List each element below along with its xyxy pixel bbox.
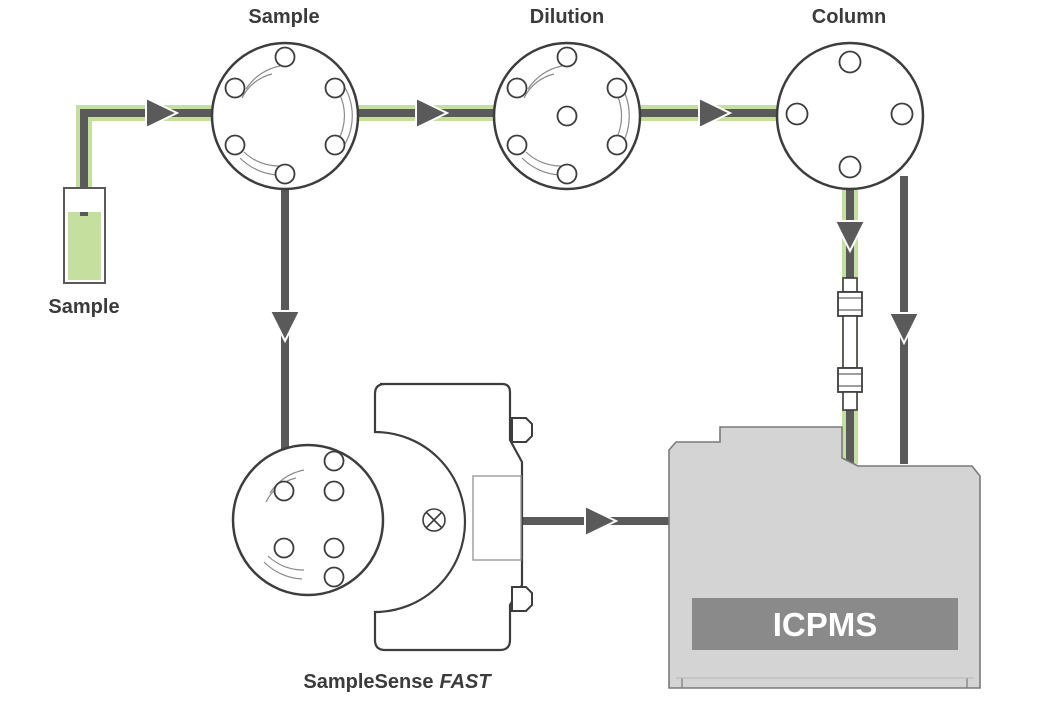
vial-liquid xyxy=(68,212,101,280)
valve-channel xyxy=(267,555,305,571)
valve-port xyxy=(224,77,246,99)
samplesense-suffix: FAST xyxy=(439,671,492,693)
vial-tube-end xyxy=(80,212,88,216)
valve-body xyxy=(210,41,360,191)
valve-port xyxy=(323,480,345,502)
valve-port xyxy=(323,450,345,472)
samplesense-valve xyxy=(231,443,385,597)
samplesense-label: SampleSense FAST xyxy=(303,671,492,693)
pump-cross-icon xyxy=(422,508,446,532)
valve-port xyxy=(324,134,346,156)
dilution-valve xyxy=(492,41,642,191)
column-nut xyxy=(837,367,863,393)
valve-port xyxy=(273,480,295,502)
valve-port xyxy=(224,134,246,156)
arrow-right-icon xyxy=(415,96,450,130)
column-fitting xyxy=(842,277,858,293)
valve-port xyxy=(506,77,528,99)
valve-port xyxy=(506,134,528,156)
valve-port xyxy=(324,77,346,99)
column-body xyxy=(842,315,858,369)
valve-port xyxy=(556,163,578,185)
valve-port xyxy=(785,102,809,126)
valve-port xyxy=(274,46,296,68)
valve-port xyxy=(556,46,578,68)
valve-channel xyxy=(525,151,563,167)
valve-channel xyxy=(263,561,303,580)
icpms-instrument xyxy=(668,426,981,689)
valve-port xyxy=(274,163,296,185)
flow-arrows xyxy=(145,96,921,538)
samplesense-connector xyxy=(511,586,533,612)
valve-port xyxy=(838,50,862,74)
valve-port xyxy=(273,537,295,559)
column-valve xyxy=(775,41,925,191)
separation-column xyxy=(837,277,863,411)
valve-channel xyxy=(241,73,273,99)
valve-body xyxy=(775,41,925,191)
valve-port xyxy=(323,566,345,588)
valve-channel xyxy=(243,151,281,167)
samplesense-panel xyxy=(472,475,522,561)
arrow-right-icon xyxy=(145,96,180,130)
column-fitting xyxy=(842,391,858,411)
valve-channel xyxy=(269,469,305,494)
arrow-right-icon xyxy=(584,504,619,538)
valve-port xyxy=(890,102,914,126)
arrow-right-icon xyxy=(698,96,733,130)
sample-valve-label: Sample xyxy=(248,6,319,28)
valve-port xyxy=(838,155,862,179)
valve-channel xyxy=(523,73,555,99)
valve-channel xyxy=(343,85,353,145)
valve-body xyxy=(231,443,385,597)
arrow-down-icon xyxy=(833,220,867,254)
samplesense-name: SampleSense xyxy=(303,671,433,693)
icpms-label: ICPMS xyxy=(773,606,878,643)
column-valve-label: Column xyxy=(812,6,886,28)
sample-valve xyxy=(210,41,360,191)
arrow-down-icon xyxy=(268,310,302,344)
sample-vial-label: Sample xyxy=(48,296,119,318)
valve-port xyxy=(323,537,345,559)
column-nut xyxy=(837,291,863,317)
samplesense-connector xyxy=(511,417,533,443)
samplesense-unit xyxy=(231,382,533,652)
sample-vial xyxy=(63,187,106,284)
valve-port xyxy=(606,77,628,99)
icpms-label-plate xyxy=(692,598,958,650)
dilution-valve-label: Dilution xyxy=(530,6,604,28)
valve-port xyxy=(606,134,628,156)
valve-channel xyxy=(527,65,563,90)
valve-port xyxy=(556,105,578,127)
arrow-down-icon xyxy=(887,312,921,346)
valve-channel xyxy=(245,65,281,90)
